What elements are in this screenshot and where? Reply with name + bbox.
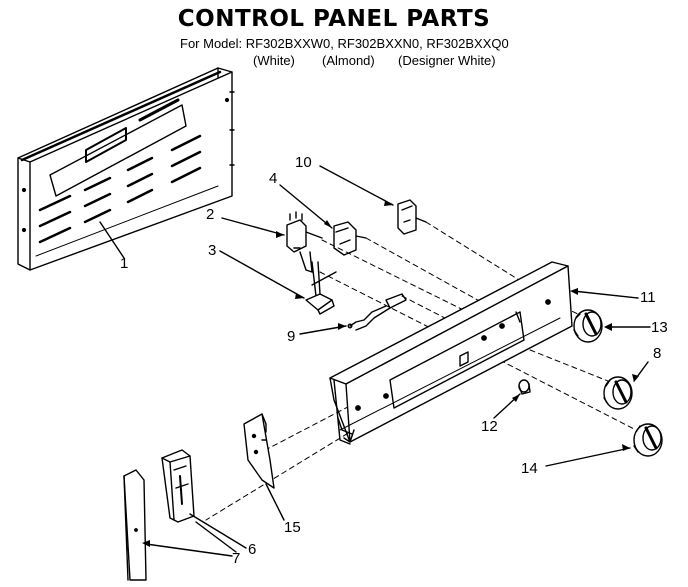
part-switch-block: [333, 221, 367, 256]
diagram-title: CONTROL PANEL PARTS: [177, 6, 491, 32]
part-trim: [123, 469, 147, 581]
part-knob-14: [633, 423, 663, 457]
callout-11: 11: [640, 289, 656, 306]
part-control-switch: [397, 199, 427, 235]
color-label-white: (White): [253, 53, 295, 68]
leader-10: [319, 165, 394, 206]
callout-8: 8: [653, 345, 662, 362]
callout-15: 15: [284, 519, 301, 536]
callout-9: 9: [287, 328, 296, 345]
callout-1: 1: [120, 255, 129, 272]
callout-12: 12: [481, 418, 498, 435]
callout-14: 14: [521, 460, 538, 477]
part-side-bracket: [243, 413, 275, 489]
part-switch: [286, 211, 323, 273]
leader-15: [265, 483, 285, 521]
part-clip: [305, 261, 337, 315]
callout-3: 3: [208, 242, 217, 259]
leader-3: [219, 250, 305, 299]
callout-2: 2: [206, 206, 215, 223]
leader-11: [572, 290, 639, 299]
leader-2: [221, 217, 285, 236]
part-end-cap: [161, 449, 195, 523]
callout-6: 6: [248, 541, 257, 558]
color-label-almond: (Almond): [322, 53, 375, 68]
part-back-panel: [17, 67, 235, 271]
leader-4: [279, 184, 333, 229]
callout-13: 13: [651, 319, 668, 336]
callout-10: 10: [295, 154, 312, 171]
part-knob-8: [603, 376, 633, 410]
callout-7: 7: [232, 550, 241, 567]
part-plug: [518, 379, 531, 395]
color-label-designer-white: (Designer White): [398, 53, 496, 68]
leader-1: [99, 221, 125, 259]
part-control-panel-housing: [329, 261, 573, 445]
callout-4: 4: [269, 170, 278, 187]
part-wire-harness: [347, 293, 407, 331]
leader-6: [189, 513, 247, 549]
part-knob-13: [573, 309, 603, 343]
model-line: For Model: RF302BXXW0, RF302BXXN0, RF302…: [180, 36, 509, 51]
leader-14: [545, 447, 631, 467]
leader-7a: [145, 543, 233, 557]
leader-7b: [195, 521, 237, 553]
